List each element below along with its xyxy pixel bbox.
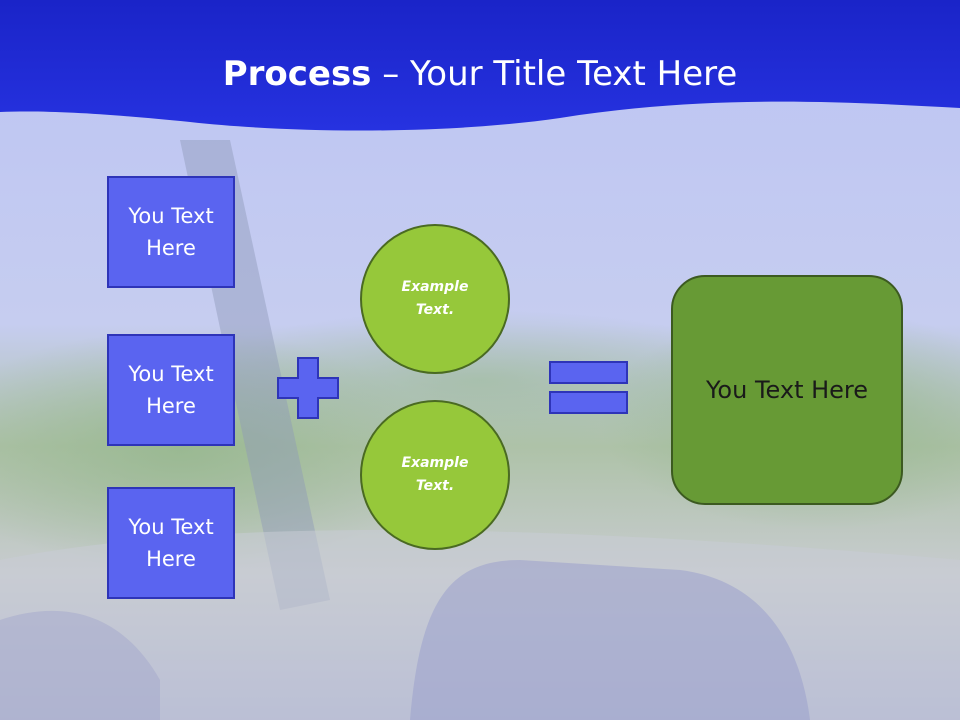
input-box-3: You Text Here	[107, 487, 235, 599]
circle-label: Example Text.	[401, 279, 469, 318]
title-bold: Process	[222, 54, 372, 94]
page-title: Process – Your Title Text Here	[0, 52, 960, 96]
circle-label: Example Text.	[401, 455, 469, 494]
input-box-1: You Text Here	[107, 176, 235, 288]
title-rest: – Your Title Text Here	[371, 54, 738, 94]
plus-icon	[277, 357, 339, 419]
input-box-label: You Text Here	[128, 204, 214, 260]
result-box: You Text Here	[671, 275, 903, 505]
example-circle-1: Example Text.	[360, 224, 510, 374]
input-box-label: You Text Here	[128, 515, 214, 571]
header-banner	[0, 0, 960, 131]
result-label: You Text Here	[705, 376, 869, 404]
equals-icon	[549, 361, 628, 414]
example-circle-2: Example Text.	[360, 400, 510, 550]
input-box-label: You Text Here	[128, 362, 214, 418]
input-box-2: You Text Here	[107, 334, 235, 446]
